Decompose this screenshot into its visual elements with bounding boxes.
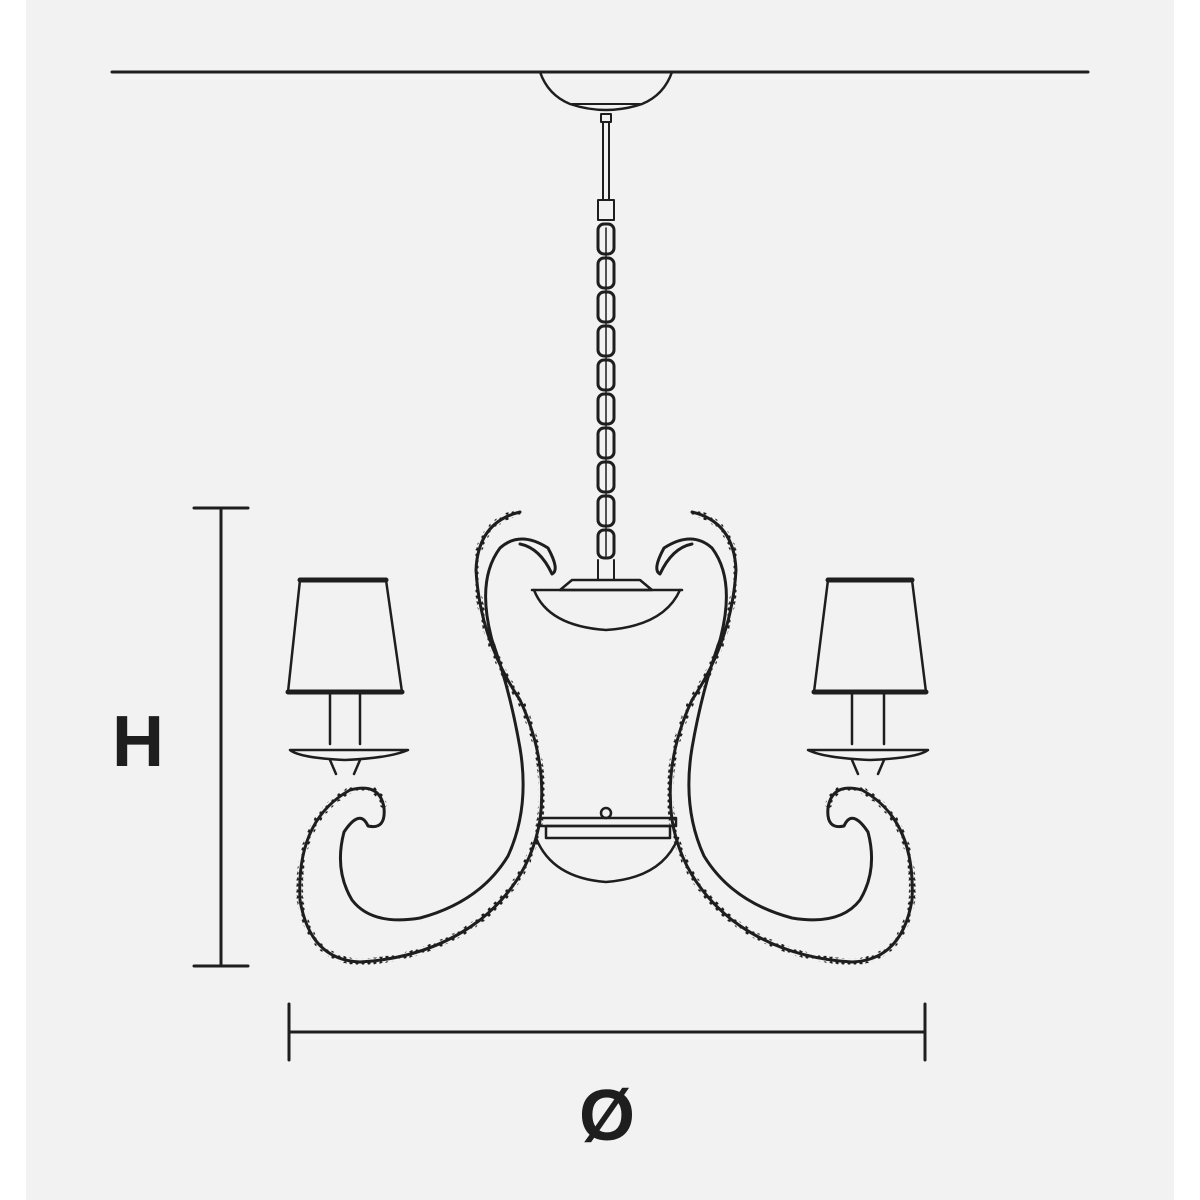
left-lampshade	[286, 578, 404, 694]
right-center-arm	[655, 508, 916, 966]
lower-bowl	[534, 806, 680, 884]
upper-bowl	[530, 578, 684, 632]
suspension-rod	[597, 113, 615, 221]
diameter-dimension	[287, 1002, 927, 1062]
right-lampshade	[812, 578, 928, 694]
height-label: H	[112, 702, 164, 782]
left-lamp	[285, 577, 410, 776]
left-drip-pan	[288, 748, 410, 762]
diameter-label: Ø	[579, 1076, 635, 1156]
left-center-arm	[296, 508, 557, 966]
right-lamp	[806, 577, 930, 776]
ceiling-canopy	[538, 70, 674, 112]
height-dimension	[192, 506, 250, 968]
right-drip-pan	[806, 748, 930, 762]
chain	[596, 222, 616, 560]
